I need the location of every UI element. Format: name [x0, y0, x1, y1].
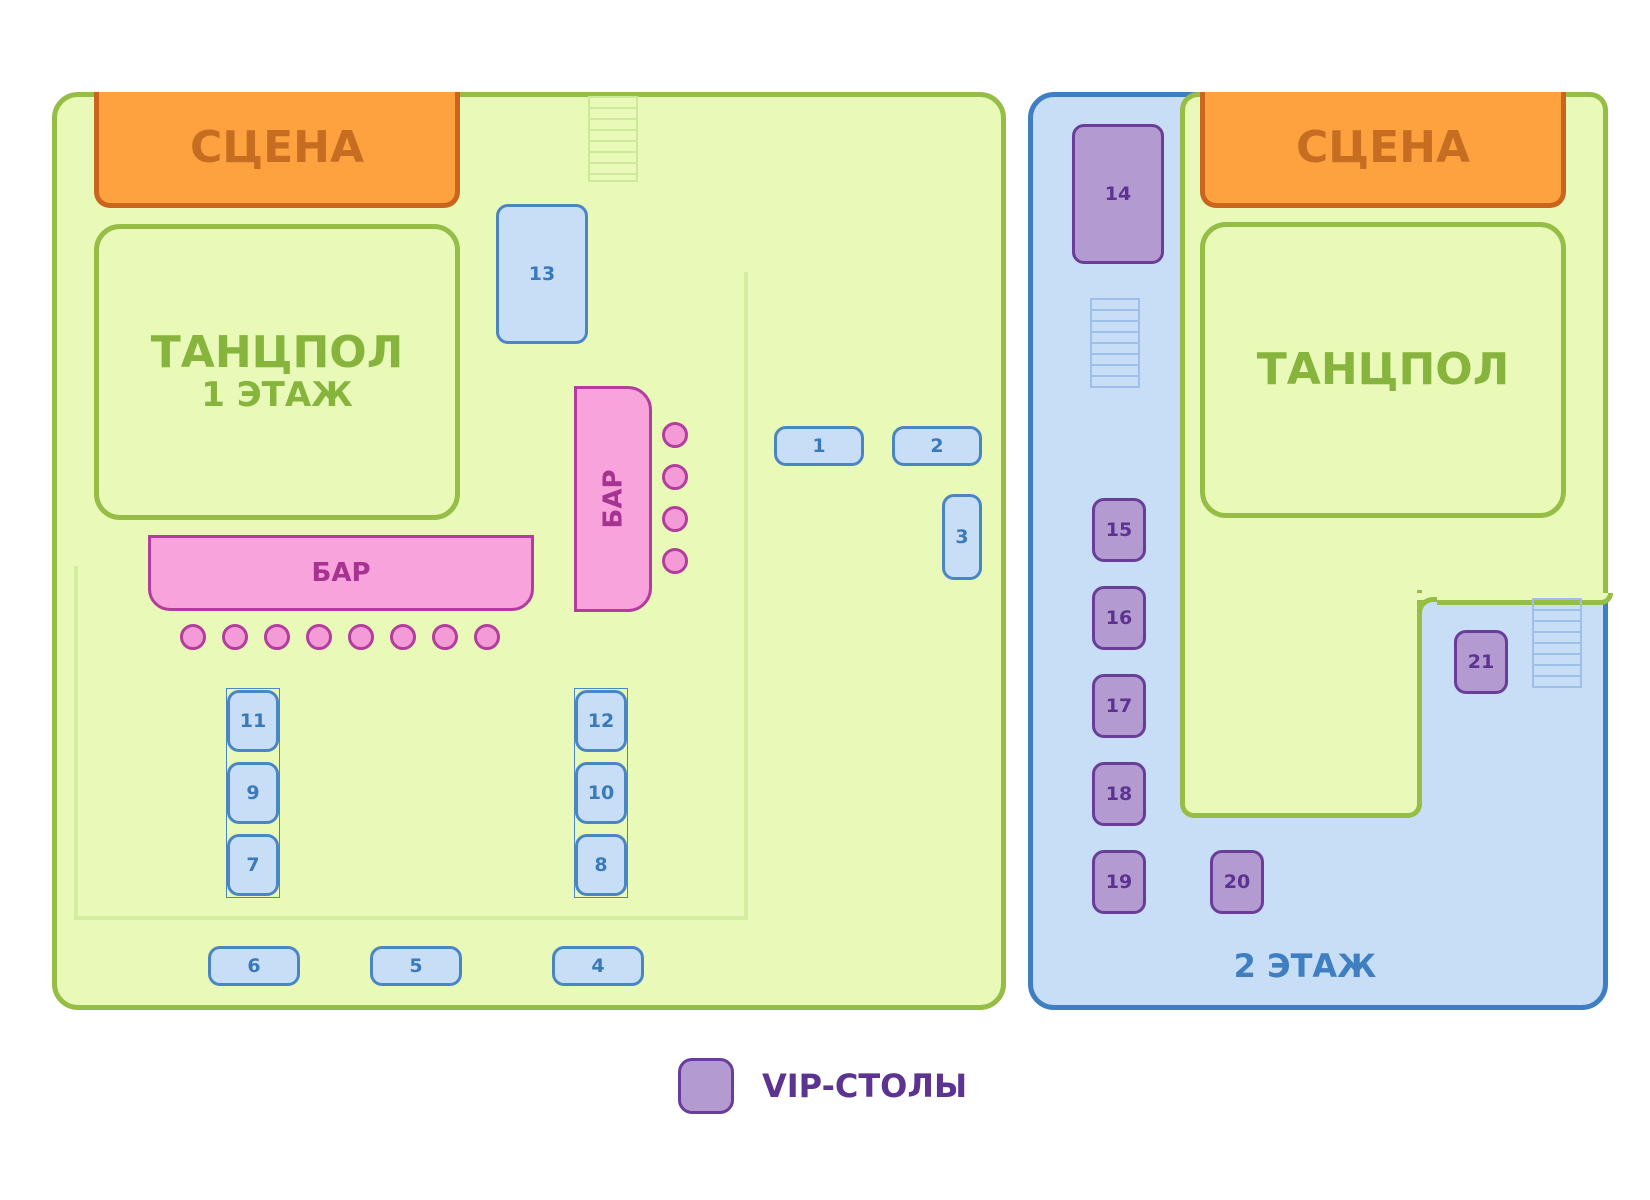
bar-stool [264, 624, 290, 650]
floor1-dancefloor: ТАНЦПОЛ 1 ЭТАЖ [94, 224, 460, 520]
table-2[interactable]: 2 [892, 426, 982, 466]
legend-vip-swatch [678, 1058, 734, 1114]
bar-stool [180, 624, 206, 650]
vip-table-14[interactable]: 14 [1072, 124, 1164, 264]
floor1-stage: СЦЕНА [94, 92, 460, 208]
floor1-bar-vertical: БАР [574, 386, 652, 612]
floor1-bar-horizontal: БАР [148, 535, 534, 611]
table-10[interactable]: 10 [575, 762, 627, 824]
floor2-stage: СЦЕНА [1200, 92, 1566, 208]
table-8[interactable]: 8 [575, 834, 627, 896]
table-7[interactable]: 7 [227, 834, 279, 896]
vip-table-17[interactable]: 17 [1092, 674, 1146, 738]
floor1-partition-bottom [74, 916, 748, 920]
floor1-partition-left [74, 566, 78, 920]
bar-stool [306, 624, 332, 650]
vip-table-19[interactable]: 19 [1092, 850, 1146, 914]
table-9[interactable]: 9 [227, 762, 279, 824]
bar-stool [348, 624, 374, 650]
floor2-dancefloor: ТАНЦПОЛ [1200, 222, 1566, 518]
vip-table-20[interactable]: 20 [1210, 850, 1264, 914]
floor1-dancefloor-subtitle: 1 ЭТАЖ [201, 375, 353, 415]
legend-vip-label: VIP-СТОЛЫ [762, 1067, 968, 1105]
bar-stool [390, 624, 416, 650]
floor2-opening-step [1417, 593, 1613, 605]
floor2-label: 2 ЭТАЖ [1233, 947, 1377, 985]
table-5[interactable]: 5 [370, 946, 462, 986]
bar-stool [662, 548, 688, 574]
table-1[interactable]: 1 [774, 426, 864, 466]
floor2-opening-step-corner [1417, 597, 1437, 617]
table-group-left [226, 688, 280, 898]
floor2-dancefloor-title: ТАНЦПОЛ [1256, 344, 1510, 395]
table-4[interactable]: 4 [552, 946, 644, 986]
floor2-opening-bottom [1180, 590, 1422, 818]
bar-stool [662, 422, 688, 448]
floor1-partition-vertical [744, 272, 748, 920]
vip-table-18[interactable]: 18 [1092, 762, 1146, 826]
table-12[interactable]: 12 [575, 690, 627, 752]
table-6[interactable]: 6 [208, 946, 300, 986]
bar-stool [474, 624, 500, 650]
floor1-bar-vertical-label: БАР [598, 469, 628, 529]
table-3[interactable]: 3 [942, 494, 982, 580]
floor2-stairs-icon [1532, 598, 1582, 688]
floor1-dancefloor-title: ТАНЦПОЛ [150, 327, 404, 378]
table-11[interactable]: 11 [227, 690, 279, 752]
vip-table-15[interactable]: 15 [1092, 498, 1146, 562]
bar-stool [432, 624, 458, 650]
vip-table-16[interactable]: 16 [1092, 586, 1146, 650]
vip-table-21[interactable]: 21 [1454, 630, 1508, 694]
floor2-stairs-icon [1090, 298, 1140, 388]
floor1-stairs-icon [588, 96, 638, 182]
bar-stool [662, 506, 688, 532]
table-group-right [574, 688, 628, 898]
bar-stool [662, 464, 688, 490]
bar-stool [222, 624, 248, 650]
table-13[interactable]: 13 [496, 204, 588, 344]
